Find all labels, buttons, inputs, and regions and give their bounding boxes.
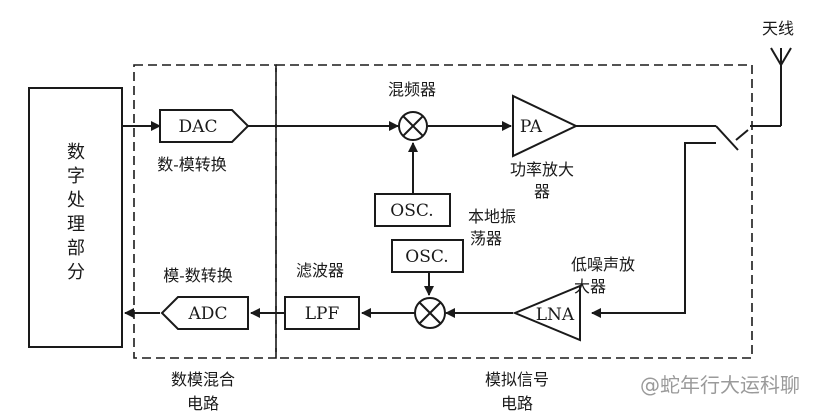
analog-region-caption-1: 模拟信号 <box>485 370 549 389</box>
lpf-label: LPF <box>305 304 340 324</box>
digital-char-5: 部 <box>67 238 85 259</box>
lna-label: LNA <box>536 305 575 325</box>
wire-switch-to-lna <box>591 142 716 318</box>
tx-mixer <box>398 111 428 141</box>
dac-label: DAC <box>179 117 218 137</box>
lna-caption-2: 大器 <box>574 277 606 296</box>
lna-caption-1: 低噪声放 <box>571 255 635 274</box>
lpf-block: LPF <box>284 296 360 330</box>
analog-region-caption-2: 电路 <box>501 394 533 413</box>
lna-block: LNA <box>512 284 581 342</box>
osc-2-block: OSC. <box>391 239 464 273</box>
mixed-region-caption-2: 电路 <box>187 394 219 413</box>
digital-char-3: 处 <box>67 190 85 211</box>
osc-caption-1: 本地振 <box>468 207 516 226</box>
osc-1-label: OSC. <box>390 201 433 221</box>
mixed-region-caption-1: 数模混合 <box>171 370 235 389</box>
antenna-caption: 天线 <box>762 19 794 38</box>
digital-processing-block: 数 字 处 理 部 分 <box>28 87 123 348</box>
osc-1-block: OSC. <box>374 193 451 227</box>
digital-char-4: 理 <box>67 214 85 235</box>
digital-char-2: 字 <box>67 166 85 187</box>
adc-label: ADC <box>188 304 228 324</box>
adc-block: ADC <box>160 296 249 330</box>
mixer-caption: 混频器 <box>388 80 436 99</box>
dac-block: DAC <box>159 109 250 143</box>
lpf-caption: 滤波器 <box>296 261 344 280</box>
pa-block: PA <box>512 94 579 158</box>
antenna-icon <box>770 47 792 126</box>
rx-mixer <box>414 297 446 329</box>
osc-2-label: OSC. <box>405 247 448 267</box>
pa-caption-2: 器 <box>534 182 550 201</box>
digital-char-1: 数 <box>67 142 85 163</box>
watermark-text: @蛇年行大运科聊 <box>640 373 800 397</box>
analog-signal-region <box>275 64 753 359</box>
pa-label: PA <box>520 117 543 137</box>
tr-switch <box>715 125 749 151</box>
dac-caption: 数-模转换 <box>157 155 226 174</box>
pa-caption-1: 功率放大 <box>510 160 574 179</box>
digital-char-6: 分 <box>67 262 85 283</box>
adc-caption: 模-数转换 <box>163 266 232 285</box>
osc-caption-2: 荡器 <box>470 229 502 248</box>
